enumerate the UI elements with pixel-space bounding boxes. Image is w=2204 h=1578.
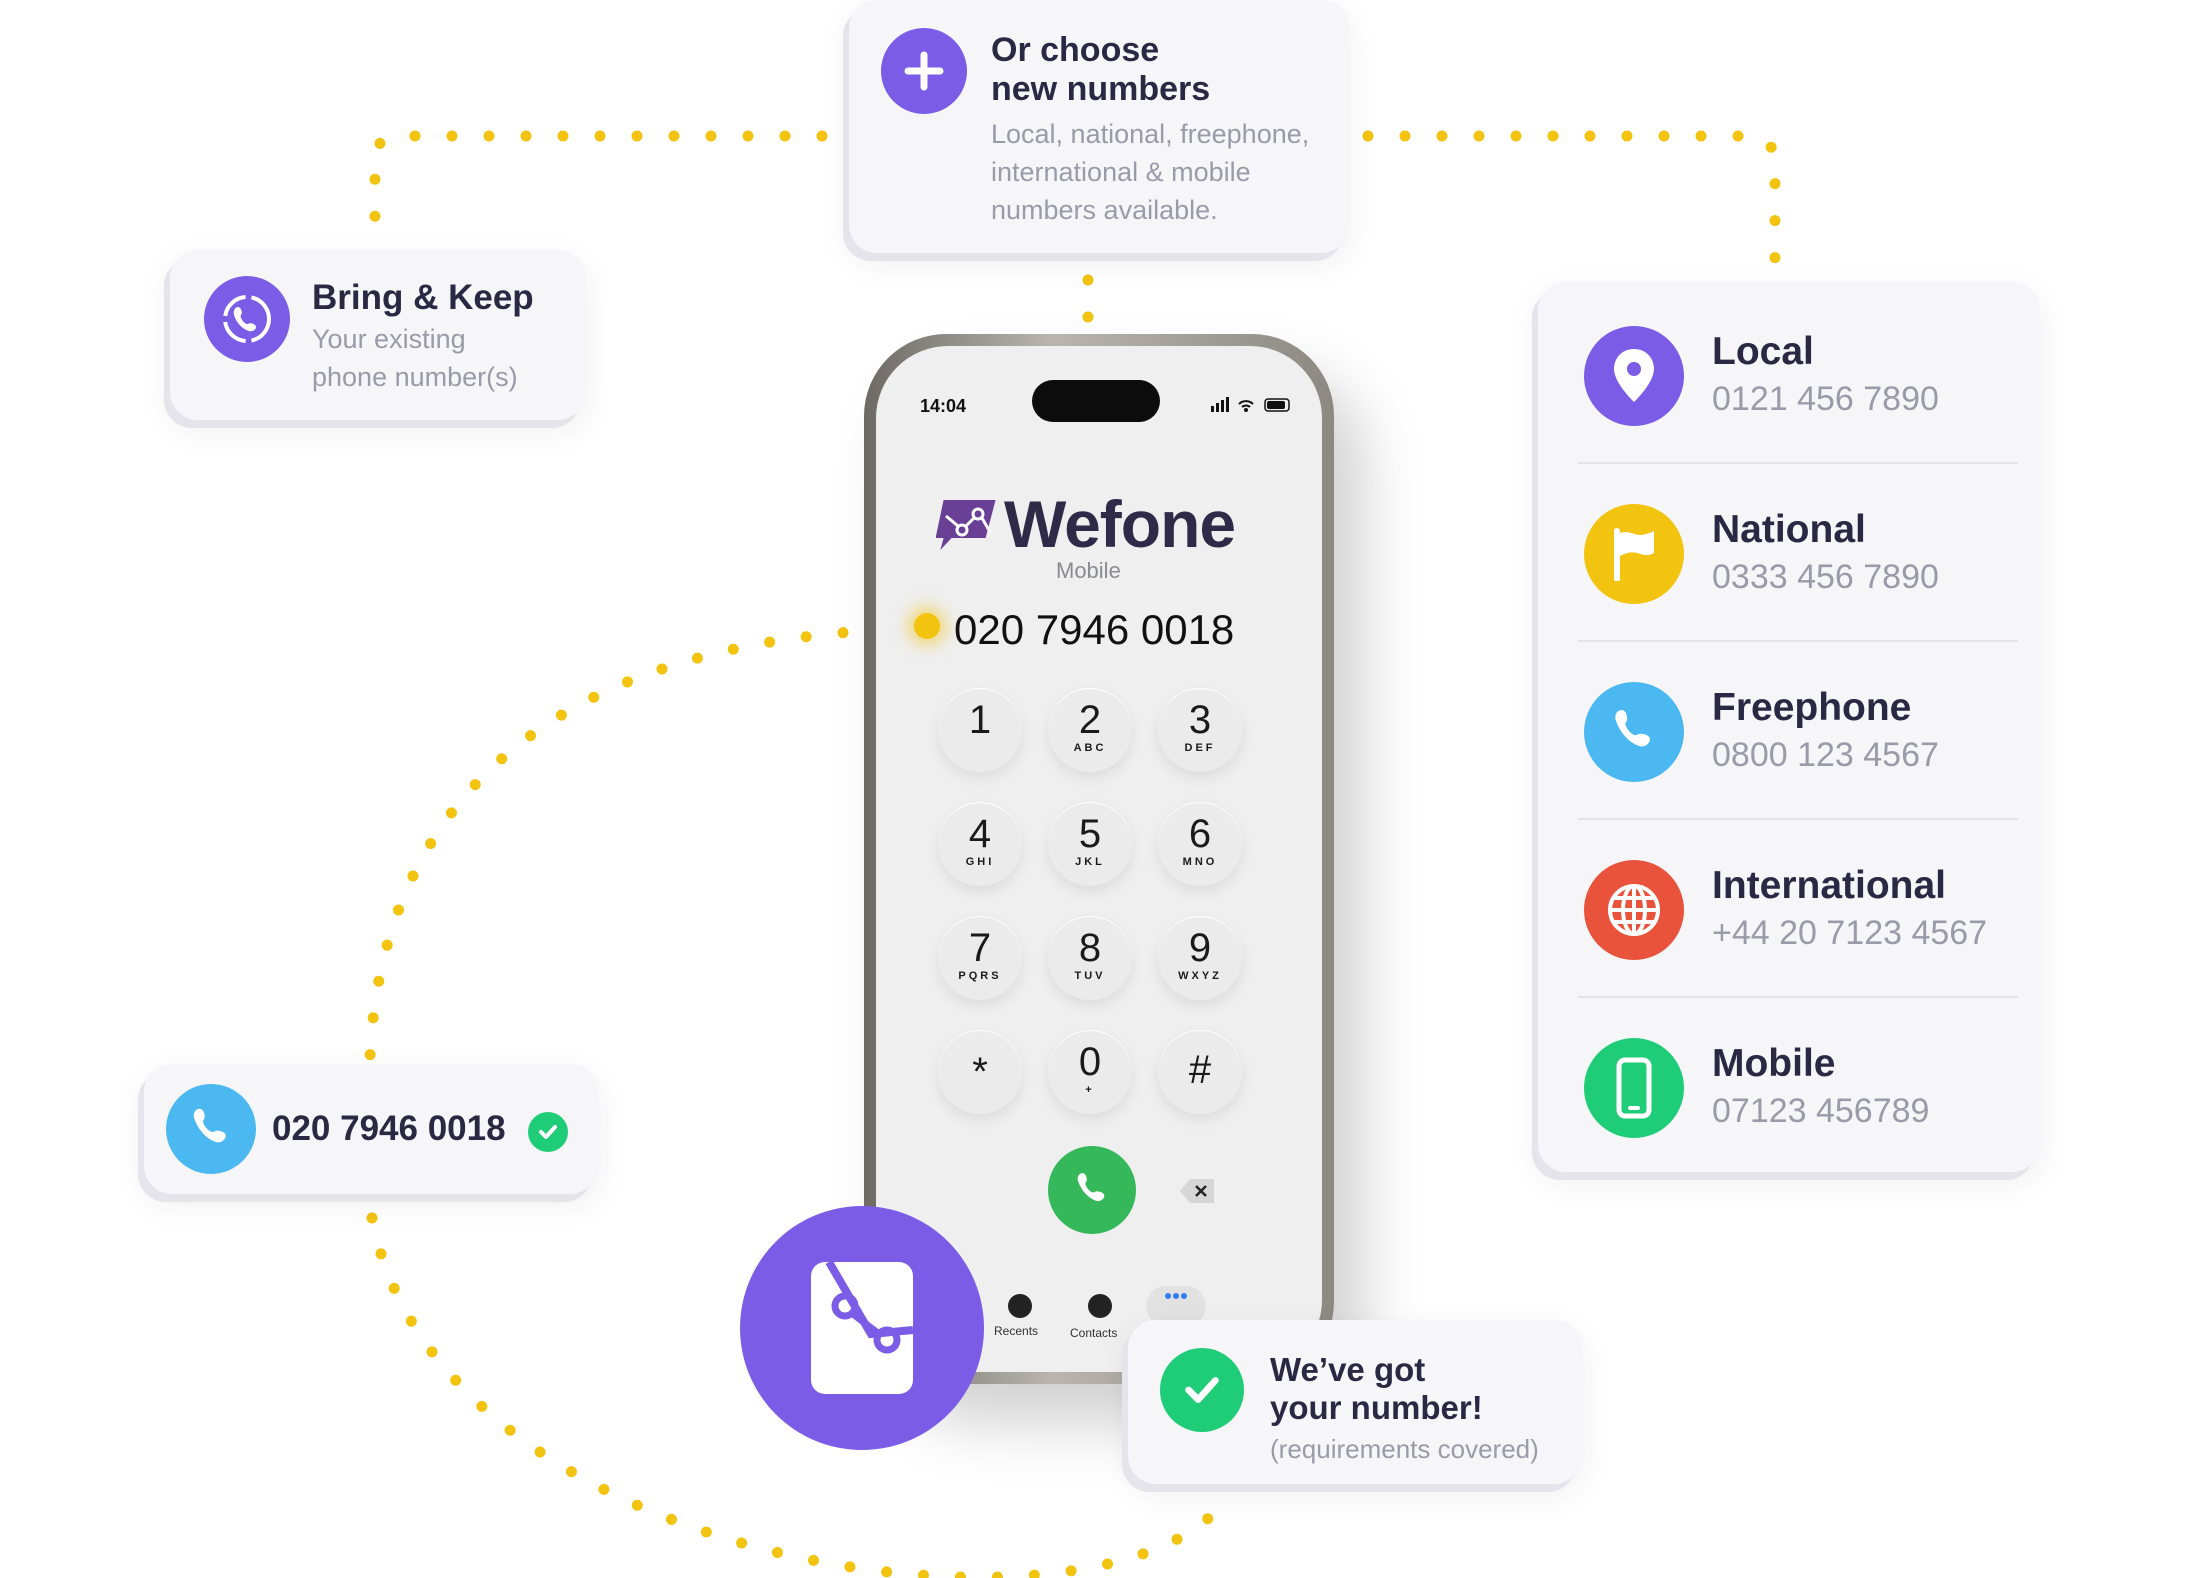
new-numbers-title-2: new numbers: [991, 70, 1211, 108]
new-numbers-title-1: Or choose: [991, 31, 1160, 69]
number-type-number: 0333 456 7890: [1712, 558, 1939, 596]
tab-contacts[interactable]: Contacts: [1070, 1326, 1118, 1340]
number-type-number: 07123 456789: [1712, 1092, 1930, 1130]
bring-keep-desc-1: Your existing: [312, 324, 466, 354]
check-icon: [528, 1112, 568, 1152]
phone-sync-icon: [204, 276, 290, 362]
number-type-name: Mobile: [1712, 1042, 1836, 1085]
new-numbers-desc-1: Local, national, freephone,: [991, 119, 1310, 149]
brand-name: Wefone: [1004, 487, 1236, 561]
check-icon: [1160, 1348, 1244, 1432]
existing-number: 020 7946 0018: [272, 1109, 506, 1148]
divider: [1578, 818, 2018, 820]
brand-sub: Mobile: [1056, 558, 1121, 583]
number-types-card: Local 0121 456 7890 National 0333 456 78…: [1538, 282, 2040, 1172]
number-type-name: International: [1712, 864, 1947, 907]
existing-number-card: 020 7946 0018: [144, 1064, 598, 1194]
highlight-dot: [914, 613, 940, 639]
got-number-line-1: We’ve got: [1270, 1351, 1426, 1388]
got-number-card: We’ve got your number! (requirements cov…: [1128, 1320, 1582, 1484]
new-numbers-card: Or choose new numbers Local, national, f…: [849, 0, 1349, 253]
contacts-icon[interactable]: [1088, 1294, 1112, 1318]
bring-keep-card: Bring & Keep Your existing phone number(…: [170, 250, 586, 420]
wefone-logo-icon: [935, 496, 1000, 557]
flag-icon: [1584, 504, 1684, 604]
call-button[interactable]: [1048, 1146, 1136, 1234]
recents-icon[interactable]: [1008, 1294, 1032, 1318]
status-time: 14:04: [920, 396, 967, 416]
key-0[interactable]: 0+: [1048, 1030, 1132, 1114]
number-type-name: Local: [1712, 330, 1814, 373]
keypad-tab-icon[interactable]: [1146, 1286, 1206, 1326]
divider: [1578, 996, 2018, 998]
key-star[interactable]: *: [938, 1030, 1022, 1114]
got-number-note: (requirements covered): [1270, 1434, 1539, 1464]
bring-keep-desc-2: phone number(s): [312, 362, 518, 392]
dynamic-island: [1032, 380, 1160, 422]
globe-icon: [1584, 860, 1684, 960]
key-hash[interactable]: #: [1158, 1030, 1242, 1114]
number-type-name: Freephone: [1712, 686, 1912, 729]
phone-icon: [1584, 682, 1684, 782]
backspace-button[interactable]: [1178, 1176, 1218, 1211]
number-type-name: National: [1712, 508, 1866, 551]
number-type-number: 0800 123 4567: [1712, 736, 1939, 774]
key-1[interactable]: 1: [938, 688, 1022, 772]
phone-icon: [166, 1084, 256, 1174]
tab-recents[interactable]: Recents: [994, 1324, 1039, 1338]
status-icons: [1211, 396, 1301, 419]
mobile-icon: [1584, 1038, 1684, 1138]
number-type-number: 0121 456 7890: [1712, 380, 1939, 418]
number-type-number: +44 20 7123 4567: [1712, 914, 1988, 952]
plus-icon: [881, 28, 967, 114]
new-numbers-desc-3: numbers available.: [991, 195, 1218, 225]
wefone-app-icon: [740, 1206, 984, 1450]
divider: [1578, 462, 2018, 464]
new-numbers-desc-2: international & mobile: [991, 157, 1251, 187]
dialed-number: 020 7946 0018: [954, 606, 1235, 653]
location-pin-icon: [1584, 326, 1684, 426]
divider: [1578, 640, 2018, 642]
bring-keep-title: Bring & Keep: [312, 278, 534, 317]
got-number-line-2: your number!: [1270, 1389, 1483, 1426]
